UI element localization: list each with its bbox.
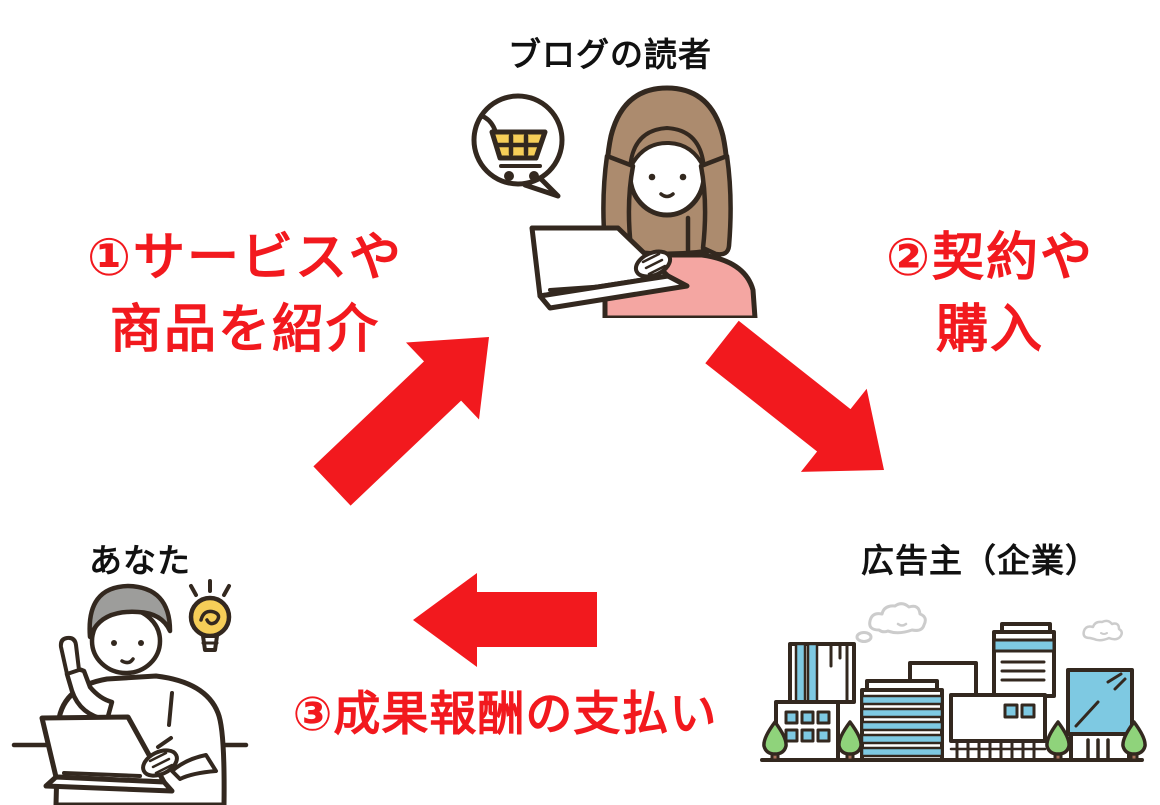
reader-laptop <box>529 225 690 311</box>
mouth <box>659 192 675 199</box>
advertiser-illustration <box>760 602 1147 762</box>
building-striped <box>860 679 944 762</box>
shopping-cart-icon <box>479 113 548 181</box>
eye-right <box>138 640 144 646</box>
step2-line2: 購入 <box>935 300 1044 360</box>
step1-up-right-arrow <box>313 337 489 506</box>
pointing-finger <box>58 635 81 676</box>
you-illustration <box>11 579 249 805</box>
hair-front-right <box>698 153 733 257</box>
eye-right <box>679 173 687 181</box>
step2-down-right-arrow <box>705 320 884 472</box>
step3-text: ③成果報酬の支払い <box>292 687 718 742</box>
step2-text: ②契約や 購入 <box>840 222 1140 366</box>
advertiser-label: 広告主（企業） <box>861 541 1099 580</box>
step2-line1: ②契約や <box>885 228 1095 288</box>
cloud-icon <box>855 602 927 643</box>
building-billboard <box>949 693 1047 762</box>
building-left <box>774 642 856 762</box>
step3-left-arrow <box>413 573 597 667</box>
building-tall-right <box>992 622 1056 698</box>
idea-lightbulb-icon <box>188 579 232 652</box>
you-label: あなた <box>89 541 191 580</box>
step1-line2: 商品を紹介 <box>109 300 380 360</box>
tree-icon <box>1045 720 1071 762</box>
mouth <box>120 657 135 665</box>
rooftop-frame <box>908 661 978 697</box>
reader-label: ブログの読者 <box>508 35 712 74</box>
eye-left <box>111 640 117 646</box>
step1-text: ①サービスや 商品を紹介 <box>30 222 460 366</box>
tree-icon <box>762 720 788 762</box>
eye-left <box>648 173 656 181</box>
reader-illustration <box>471 85 758 318</box>
step1-line1: ①サービスや <box>86 228 404 288</box>
reader-person <box>601 85 758 318</box>
you-laptop <box>39 714 175 794</box>
hair <box>87 583 173 640</box>
tree-icon <box>1121 720 1147 762</box>
typing-hand <box>141 748 218 781</box>
tree-icon <box>837 720 863 762</box>
typing-hand <box>633 249 673 279</box>
cloud-icon-small <box>1082 619 1123 642</box>
